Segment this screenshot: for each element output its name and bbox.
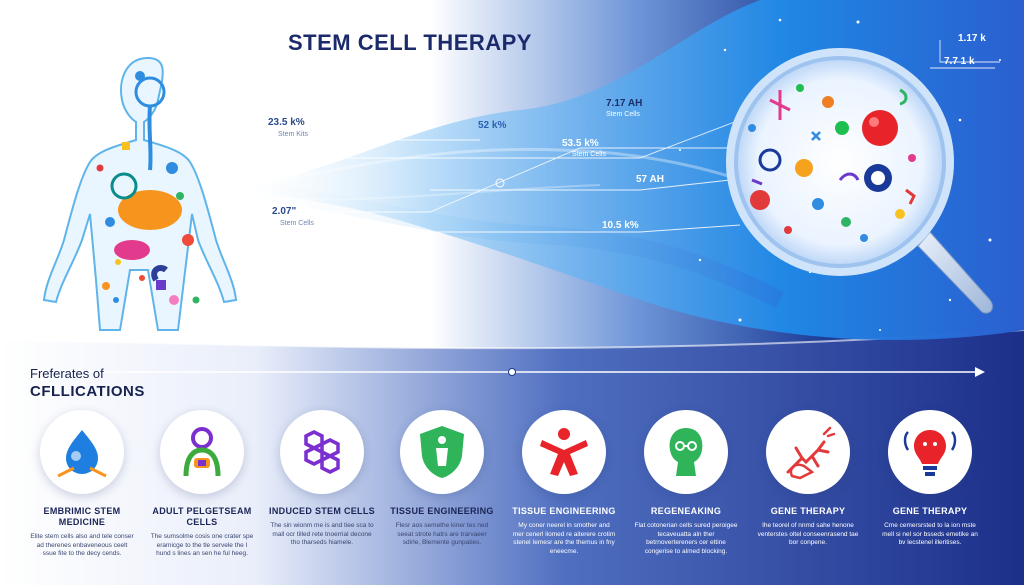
section-heading-line2: CFLLICATIONS bbox=[30, 383, 145, 400]
stat-value-4: 7.17 AH bbox=[606, 98, 643, 109]
application-card-2: ADULT PELGETSEAM CELLS The sumsolme cosi… bbox=[144, 410, 260, 559]
stat-value-5: 53.5 k% bbox=[562, 138, 599, 149]
application-icon-circle bbox=[644, 410, 728, 494]
application-desc: My coner neerel in smother and mer cener… bbox=[512, 522, 616, 555]
human-figure-illustration bbox=[42, 56, 238, 331]
application-desc: Ihe teorel of nnmd sahe henone venterste… bbox=[757, 522, 859, 546]
application-desc: Flesr aos semethe kiner tes ned seeat st… bbox=[395, 522, 489, 546]
lightbulb-icon bbox=[903, 430, 957, 476]
stat-value-9: 7.7 1 k bbox=[944, 56, 975, 67]
shield-person-icon bbox=[420, 426, 464, 478]
application-desc: Cme cemersrsted to la ion mste mell si n… bbox=[882, 522, 978, 546]
stat-value-7: 10.5 k% bbox=[602, 220, 639, 231]
application-label: REGENEAKING bbox=[650, 506, 722, 516]
section-heading-line1: Freferates of bbox=[30, 366, 104, 381]
stat-value-1: 23.5 k% bbox=[268, 117, 305, 128]
stat-value-8: 1.17 k bbox=[958, 33, 986, 44]
application-icon-circle bbox=[160, 410, 244, 494]
stat-label-1: Stem Kits bbox=[278, 131, 308, 138]
application-desc: The sin wionm me is and tiee sca to mall… bbox=[270, 522, 374, 546]
stat-value-3: 52 k% bbox=[478, 120, 507, 131]
application-desc: Elite stem cells also and tele conser ad… bbox=[30, 533, 134, 557]
adult-cell-icon bbox=[183, 427, 221, 477]
application-icon-circle bbox=[766, 410, 850, 494]
application-label: GENE THERAPY bbox=[892, 506, 968, 516]
application-label: EMBRIMIC STEM MEDICINE bbox=[43, 506, 121, 527]
application-label: TISSUE ENGINEERING bbox=[512, 506, 616, 516]
stem-cell-drop-icon bbox=[57, 430, 107, 478]
regeneration-head-icon bbox=[669, 428, 703, 476]
application-card-4: TISSUE ENGINEERING Flesr aos semethe kin… bbox=[384, 410, 500, 548]
stat-label-4: Stem Cells bbox=[606, 111, 640, 118]
application-icon-circle bbox=[40, 410, 124, 494]
application-card-6: REGENEAKING Flat cotonerian cells sured … bbox=[628, 410, 744, 556]
stat-label-5: Stem Cells bbox=[572, 151, 606, 158]
application-desc: The sumsolme cosis one crater spe eramic… bbox=[150, 533, 254, 557]
red-figure-icon bbox=[540, 428, 588, 476]
magnifier-illustration bbox=[726, 48, 993, 314]
application-icon-circle bbox=[400, 410, 484, 494]
stat-value-2: 2.07" bbox=[272, 206, 297, 217]
application-label: GENE THERAPY bbox=[770, 506, 846, 516]
application-desc: Flat cotonerian cells sured peroigee tec… bbox=[634, 522, 738, 555]
application-label: ADULT PELGETSEAM CELLS bbox=[152, 506, 252, 527]
hexagon-molecule-icon bbox=[304, 430, 340, 474]
application-card-1: EMBRIMIC STEM MEDICINE Elite stem cells … bbox=[24, 410, 140, 559]
page-title: STEM CELL THERAPY bbox=[287, 30, 532, 55]
application-icon-circle bbox=[888, 410, 972, 494]
gene-hand-icon bbox=[786, 426, 836, 480]
application-label: INDUCED STEM CELLS bbox=[269, 506, 375, 516]
stat-value-6: 57 AH bbox=[636, 174, 664, 185]
application-icon-circle bbox=[280, 410, 364, 494]
application-card-3: INDUCED STEM CELLS The sin wionm me is a… bbox=[264, 410, 380, 548]
application-card-8: GENE THERAPY Cme cemersrsted to la ion m… bbox=[872, 410, 988, 548]
application-icon-circle bbox=[522, 410, 606, 494]
application-label: TISSUE ENGINEERING bbox=[390, 506, 494, 516]
application-card-5: TISSUE ENGINEERING My coner neerel in sm… bbox=[506, 410, 622, 556]
application-card-7: GENE THERAPY Ihe teorel of nnmd sahe hen… bbox=[750, 410, 866, 548]
stat-label-2: Stem Cells bbox=[280, 220, 314, 227]
